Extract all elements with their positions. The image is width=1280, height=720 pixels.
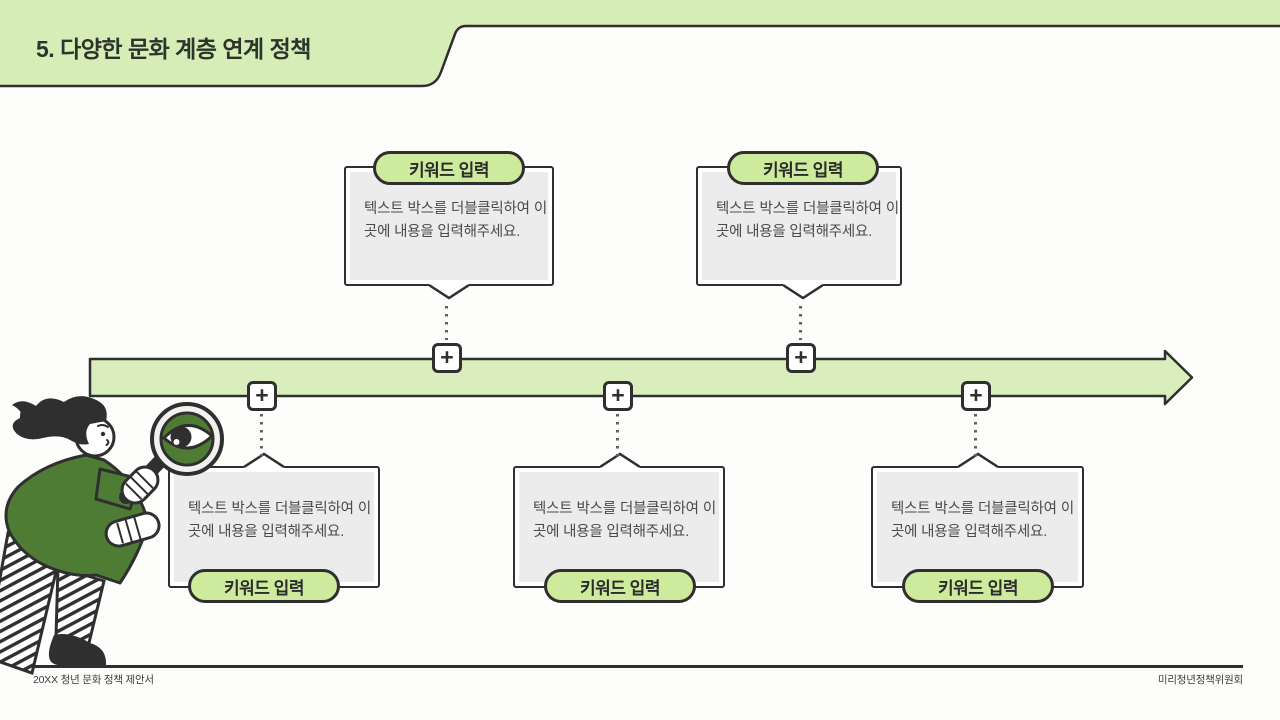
footer-organization: 미리청년정책위원회 xyxy=(1157,674,1243,686)
callout-pointer-up xyxy=(958,452,998,469)
callout-box-5[interactable]: 텍스트 박스를 더블클릭하여 이 곳에 내용을 입력해주세요. 키워드 입력 xyxy=(871,452,1084,603)
plus-icon[interactable]: + xyxy=(432,343,462,373)
connector-dotted-line xyxy=(445,306,448,340)
callout-placeholder-text[interactable]: 텍스트 박스를 더블클릭하여 이 곳에 내용을 입력해주세요. xyxy=(188,501,371,540)
callout-pointer-up xyxy=(244,452,284,469)
callout-pointer-down xyxy=(429,283,469,300)
callout-box-3[interactable]: 텍스트 박스를 더블클릭하여 이 곳에 내용을 입력해주세요. 키워드 입력 xyxy=(168,452,380,603)
callout-placeholder-text[interactable]: 텍스트 박스를 더블클릭하여 이 곳에 내용을 입력해주세요. xyxy=(533,501,716,540)
header-tab-shape xyxy=(0,0,1280,88)
callout-box-2[interactable]: 텍스트 박스를 더블클릭하여 이 곳에 내용을 입력해주세요. 키워드 입력 xyxy=(696,151,902,300)
connector-dotted-line xyxy=(974,414,977,460)
footer-document-title: 20XX 청년 문화 정책 제안서 xyxy=(33,674,154,686)
connector-dotted-line xyxy=(799,306,802,340)
connector-dotted-line xyxy=(616,414,619,460)
callout-panel xyxy=(519,472,719,582)
page-title: 5. 다양한 문화 계층 연계 정책 xyxy=(36,36,311,62)
callout-pointer-up xyxy=(600,452,640,469)
plus-icon[interactable]: + xyxy=(786,343,816,373)
keyword-label[interactable]: 키워드 입력 xyxy=(188,569,340,603)
footer-divider xyxy=(33,665,1243,668)
keyword-label[interactable]: 키워드 입력 xyxy=(373,151,525,185)
callout-box-4[interactable]: 텍스트 박스를 더블클릭하여 이 곳에 내용을 입력해주세요. 키워드 입력 xyxy=(513,452,725,603)
callout-placeholder-text[interactable]: 텍스트 박스를 더블클릭하여 이 곳에 내용을 입력해주세요. xyxy=(891,501,1074,540)
plus-icon[interactable]: + xyxy=(961,381,991,411)
plus-icon[interactable]: + xyxy=(247,381,277,411)
callout-panel xyxy=(350,172,548,280)
plus-icon[interactable]: + xyxy=(603,381,633,411)
callout-placeholder-text[interactable]: 텍스트 박스를 더블클릭하여 이 곳에 내용을 입력해주세요. xyxy=(364,201,547,240)
keyword-label[interactable]: 키워드 입력 xyxy=(727,151,879,185)
connector-dotted-line xyxy=(260,414,263,460)
callout-placeholder-text[interactable]: 텍스트 박스를 더블클릭하여 이 곳에 내용을 입력해주세요. xyxy=(716,201,899,240)
callout-box-1[interactable]: 텍스트 박스를 더블클릭하여 이 곳에 내용을 입력해주세요. 키워드 입력 xyxy=(344,151,554,300)
callout-pointer-down xyxy=(783,283,823,300)
callout-panel xyxy=(174,472,374,582)
person-magnifier-illustration-icon xyxy=(0,396,224,675)
callout-panel xyxy=(877,472,1078,582)
keyword-label[interactable]: 키워드 입력 xyxy=(544,569,696,603)
callout-panel xyxy=(702,172,896,280)
keyword-label[interactable]: 키워드 입력 xyxy=(902,569,1054,603)
